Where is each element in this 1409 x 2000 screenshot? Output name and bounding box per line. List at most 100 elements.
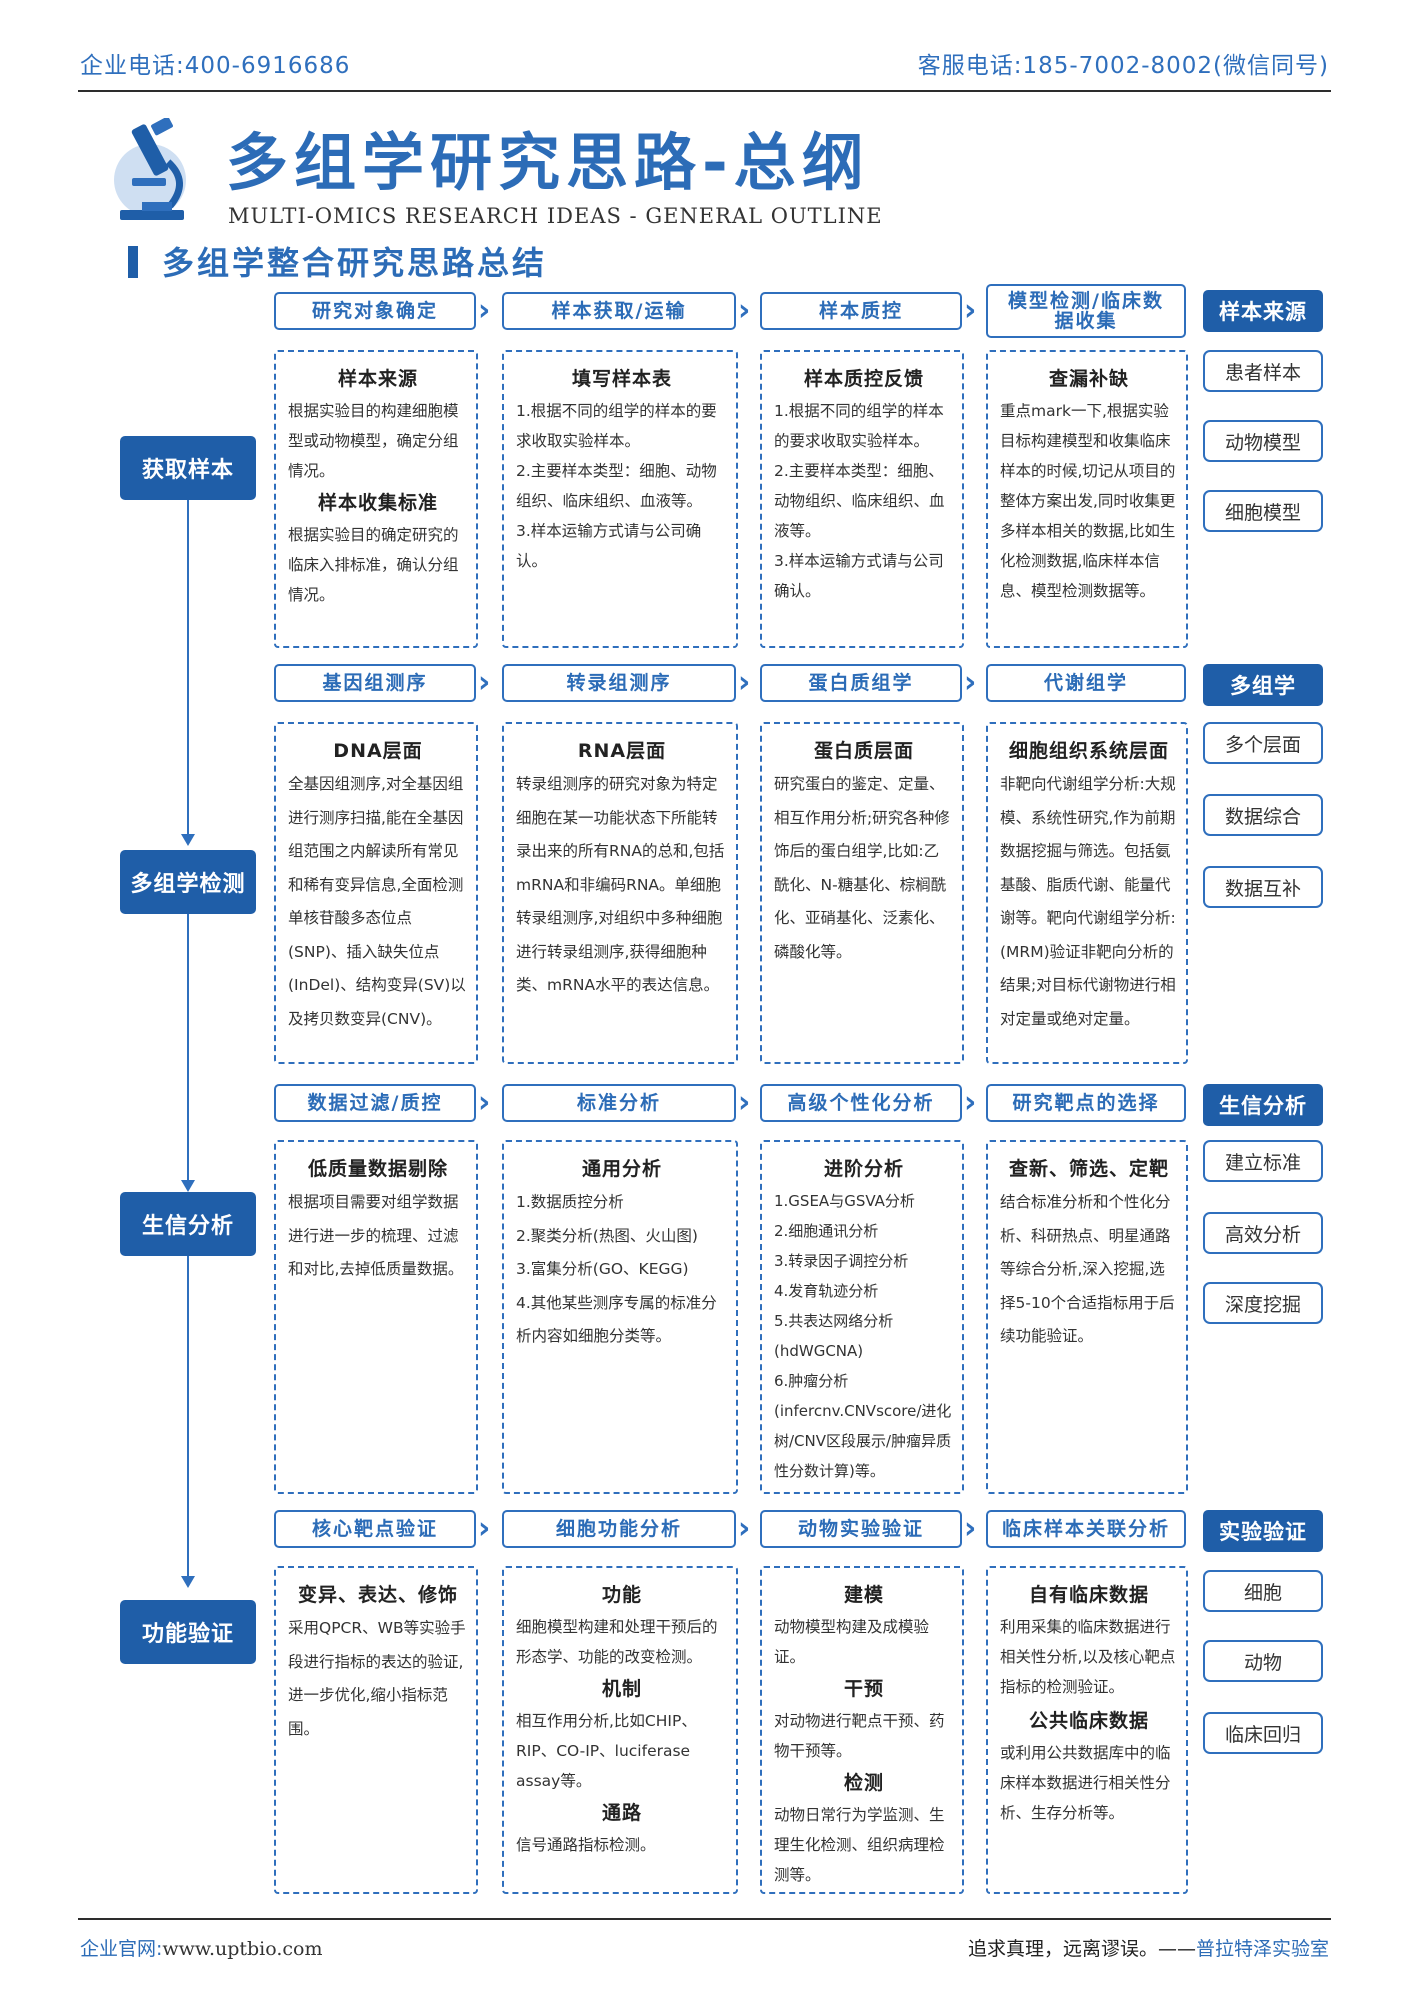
cell-r1-c3: 样本质控反馈 1.根据不同的组学的样本的要求收取实验样本。 2.主要样本类型：细… — [760, 350, 964, 648]
cell-body: 根据实验目的确定研究的临床入排标准，确认分组情况。 — [288, 526, 459, 604]
cell-body: 转录组测序的研究对象为特定细胞在某一功能状态下所能转录出来的所有RNA的总和,包… — [516, 775, 725, 994]
header-r3-c3: 高级个性化分析 — [760, 1084, 962, 1122]
cell-heading: 填写样本表 — [571, 368, 672, 390]
right-item-animal-model: 动物模型 — [1203, 420, 1323, 462]
cell-heading: 自有临床数据 — [1028, 1584, 1149, 1606]
header-r4-c2: 细胞功能分析 — [502, 1510, 736, 1548]
right-label-experiment-validation: 实验验证 — [1203, 1510, 1323, 1552]
chevron-right-icon: › — [478, 293, 491, 328]
stage-omics-detection: 多组学检测 — [120, 850, 256, 914]
cell-body: 细胞模型构建和处理干预后的形态学、功能的改变检测。 — [516, 1618, 718, 1666]
footer-website: 企业官网:www.uptbio.com — [80, 1934, 323, 1961]
cell-heading: 细胞组织系统层面 — [1008, 740, 1169, 762]
cell-heading: 进阶分析 — [823, 1158, 904, 1180]
cell-heading: 建模 — [843, 1584, 884, 1606]
chevron-right-icon: › — [738, 293, 751, 328]
stage-get-sample: 获取样本 — [120, 436, 256, 500]
cell-body: 全基因组测序,对全基因组进行测序扫描,能在全基因组范围之内解读所有常见和稀有变异… — [288, 775, 466, 1028]
page-title: 多组学研究思路-总纲 — [226, 126, 870, 199]
chevron-right-icon: › — [738, 665, 751, 700]
header-r3-c4: 研究靶点的选择 — [986, 1084, 1186, 1122]
cell-body: 信号通路指标检测。 — [516, 1836, 656, 1854]
cell-body: 根据实验目的构建细胞模型或动物模型，确定分组情况。 — [288, 402, 459, 480]
cell-r4-c1: 变异、表达、修饰 采用QPCR、WB等实验手段进行指标的表达的验证,进一步优化,… — [274, 1566, 478, 1894]
chevron-right-icon: › — [964, 1085, 977, 1120]
cell-body: 重点mark一下,根据实验目标构建模型和收集临床样本的时候,切记从项目的整体方案… — [1000, 402, 1176, 600]
top-bar: 企业电话:400-6916686 客服电话:185-7002-8002(微信同号… — [78, 44, 1331, 92]
right-item-cell: 细胞 — [1203, 1570, 1323, 1612]
cell-heading: 样本质控反馈 — [803, 368, 924, 390]
header-r3-c1: 数据过滤/质控 — [274, 1084, 476, 1122]
right-item-data-complement: 数据互补 — [1203, 866, 1323, 908]
cell-heading: 公共临床数据 — [1028, 1710, 1149, 1732]
footer-site-label: 企业官网: — [80, 1938, 163, 1960]
right-item-multi-level: 多个层面 — [1203, 722, 1323, 764]
right-item-animal: 动物 — [1203, 1640, 1323, 1682]
footer-motto: 追求真理，远离谬误。——普拉特泽实验室 — [968, 1934, 1329, 1961]
company-phone: 企业电话:400-6916686 — [80, 53, 351, 79]
header-r2-c4: 代谢组学 — [986, 664, 1186, 702]
cell-heading: 通用分析 — [581, 1158, 662, 1180]
cell-body: 非靶向代谢组学分析:大规模、系统性研究,作为前期数据挖掘与筛选。包括氨基酸、脂质… — [1000, 775, 1176, 1028]
cell-r3-c3: 进阶分析 1.GSEA与GSVA分析 2.细胞通讯分析 3.转录因子调控分析 4… — [760, 1140, 964, 1494]
right-item-data-integration: 数据综合 — [1203, 794, 1323, 836]
cell-body: 对动物进行靶点干预、药物干预等。 — [774, 1712, 945, 1760]
footer: 企业官网:www.uptbio.com 追求真理，远离谬误。——普拉特泽实验室 — [78, 1918, 1331, 1968]
header-r2-c1: 基因组测序 — [274, 664, 476, 702]
cell-body: 1.数据质控分析 2.聚类分析(热图、火山图) 3.富集分析(GO、KEGG) … — [516, 1193, 717, 1345]
cell-r2-c2: RNA层面 转录组测序的研究对象为特定细胞在某一功能状态下所能转录出来的所有RN… — [502, 722, 738, 1064]
footer-site-url[interactable]: www.uptbio.com — [162, 1938, 323, 1960]
microscope-icon — [114, 118, 186, 220]
cell-heading: 查漏补缺 — [1048, 368, 1129, 390]
cell-body: 采用QPCR、WB等实验手段进行指标的表达的验证,进一步优化,缩小指标范围。 — [288, 1619, 466, 1738]
chevron-right-icon: › — [738, 1085, 751, 1120]
cell-r3-c4: 查新、筛选、定靶 结合标准分析和个性化分析、科研热点、明星通路等综合分析,深入挖… — [986, 1140, 1188, 1494]
cell-body: 1.根据不同的组学的样本的要求收取实验样本。 2.主要样本类型：细胞、动物组织、… — [774, 402, 945, 600]
right-label-sample-source: 样本来源 — [1203, 290, 1323, 332]
right-item-deep-mining: 深度挖掘 — [1203, 1282, 1323, 1324]
cell-body: 根据项目需要对组学数据进行进一步的梳理、过滤和对比,去掉低质量数据。 — [288, 1193, 464, 1278]
section-bar — [128, 246, 138, 278]
cell-heading: RNA层面 — [577, 740, 667, 762]
service-phone: 客服电话:185-7002-8002(微信同号) — [917, 53, 1329, 79]
section-title: 多组学整合研究思路总结 — [128, 244, 547, 282]
cell-heading: DNA层面 — [333, 740, 423, 762]
cell-body: 结合标准分析和个性化分析、科研热点、明星通路等综合分析,深入挖掘,选择5-10个… — [1000, 1193, 1175, 1345]
header-r1-c4: 模型检测/临床数据收集 — [986, 284, 1186, 338]
cell-r4-c4: 自有临床数据 利用采集的临床数据进行相关性分析,以及核心靶点指标的检测验证。 公… — [986, 1566, 1188, 1894]
flow-arrow-1 — [181, 834, 195, 846]
header-r1-c4-text: 模型检测/临床数据收集 — [1008, 290, 1164, 332]
cell-r1-c1: 样本来源 根据实验目的构建细胞模型或动物模型，确定分组情况。 样本收集标准 根据… — [274, 350, 478, 648]
cell-r2-c3: 蛋白质层面 研究蛋白的鉴定、定量、相互作用分析;研究各种修饰后的蛋白组学,比如:… — [760, 722, 964, 1064]
cell-heading: 机制 — [601, 1678, 642, 1700]
cell-r2-c4: 细胞组织系统层面 非靶向代谢组学分析:大规模、系统性研究,作为前期数据挖掘与筛选… — [986, 722, 1188, 1064]
cell-heading: 蛋白质层面 — [813, 740, 914, 762]
cell-heading: 功能 — [601, 1584, 642, 1606]
footer-motto-text: 追求真理，远离谬误。—— — [967, 1938, 1196, 1960]
cell-body: 利用采集的临床数据进行相关性分析,以及核心靶点指标的检测验证。 — [1000, 1618, 1176, 1696]
cell-heading: 干预 — [843, 1678, 884, 1700]
right-item-cell-model: 细胞模型 — [1203, 490, 1323, 532]
right-label-bioinfo: 生信分析 — [1203, 1084, 1323, 1126]
header-r2-c2: 转录组测序 — [502, 664, 736, 702]
cell-r4-c3: 建模 动物模型构建及成模验证。 干预 对动物进行靶点干预、药物干预等。 检测 动… — [760, 1566, 964, 1894]
header-r1-c1: 研究对象确定 — [274, 292, 476, 330]
chevron-right-icon: › — [964, 665, 977, 700]
header-r2-c3: 蛋白质组学 — [760, 664, 962, 702]
flow-arrow-3 — [181, 1576, 195, 1588]
cell-body: 动物模型构建及成模验证。 — [774, 1618, 930, 1666]
header-r4-c3: 动物实验验证 — [760, 1510, 962, 1548]
header-r1-c2: 样本获取/运输 — [502, 292, 736, 330]
cell-heading: 通路 — [601, 1802, 642, 1824]
cell-r4-c2: 功能 细胞模型构建和处理干预后的形态学、功能的改变检测。 机制 相互作用分析,比… — [502, 1566, 738, 1894]
cell-body: 1.GSEA与GSVA分析 2.细胞通讯分析 3.转录因子调控分析 4.发育轨迹… — [774, 1192, 952, 1480]
cell-heading: 样本收集标准 — [317, 492, 438, 514]
header-r3-c2: 标准分析 — [502, 1084, 736, 1122]
chevron-right-icon: › — [478, 1511, 491, 1546]
cell-r1-c4: 查漏补缺 重点mark一下,根据实验目标构建模型和收集临床样本的时候,切记从项目… — [986, 350, 1188, 648]
cell-heading: 查新、筛选、定靶 — [1008, 1158, 1169, 1180]
stage-function-validation: 功能验证 — [120, 1600, 256, 1664]
page-subtitle: MULTI-OMICS RESEARCH IDEAS - GENERAL OUT… — [228, 204, 883, 228]
right-item-clinical-return: 临床回归 — [1203, 1712, 1323, 1754]
cell-heading: 检测 — [843, 1772, 884, 1794]
